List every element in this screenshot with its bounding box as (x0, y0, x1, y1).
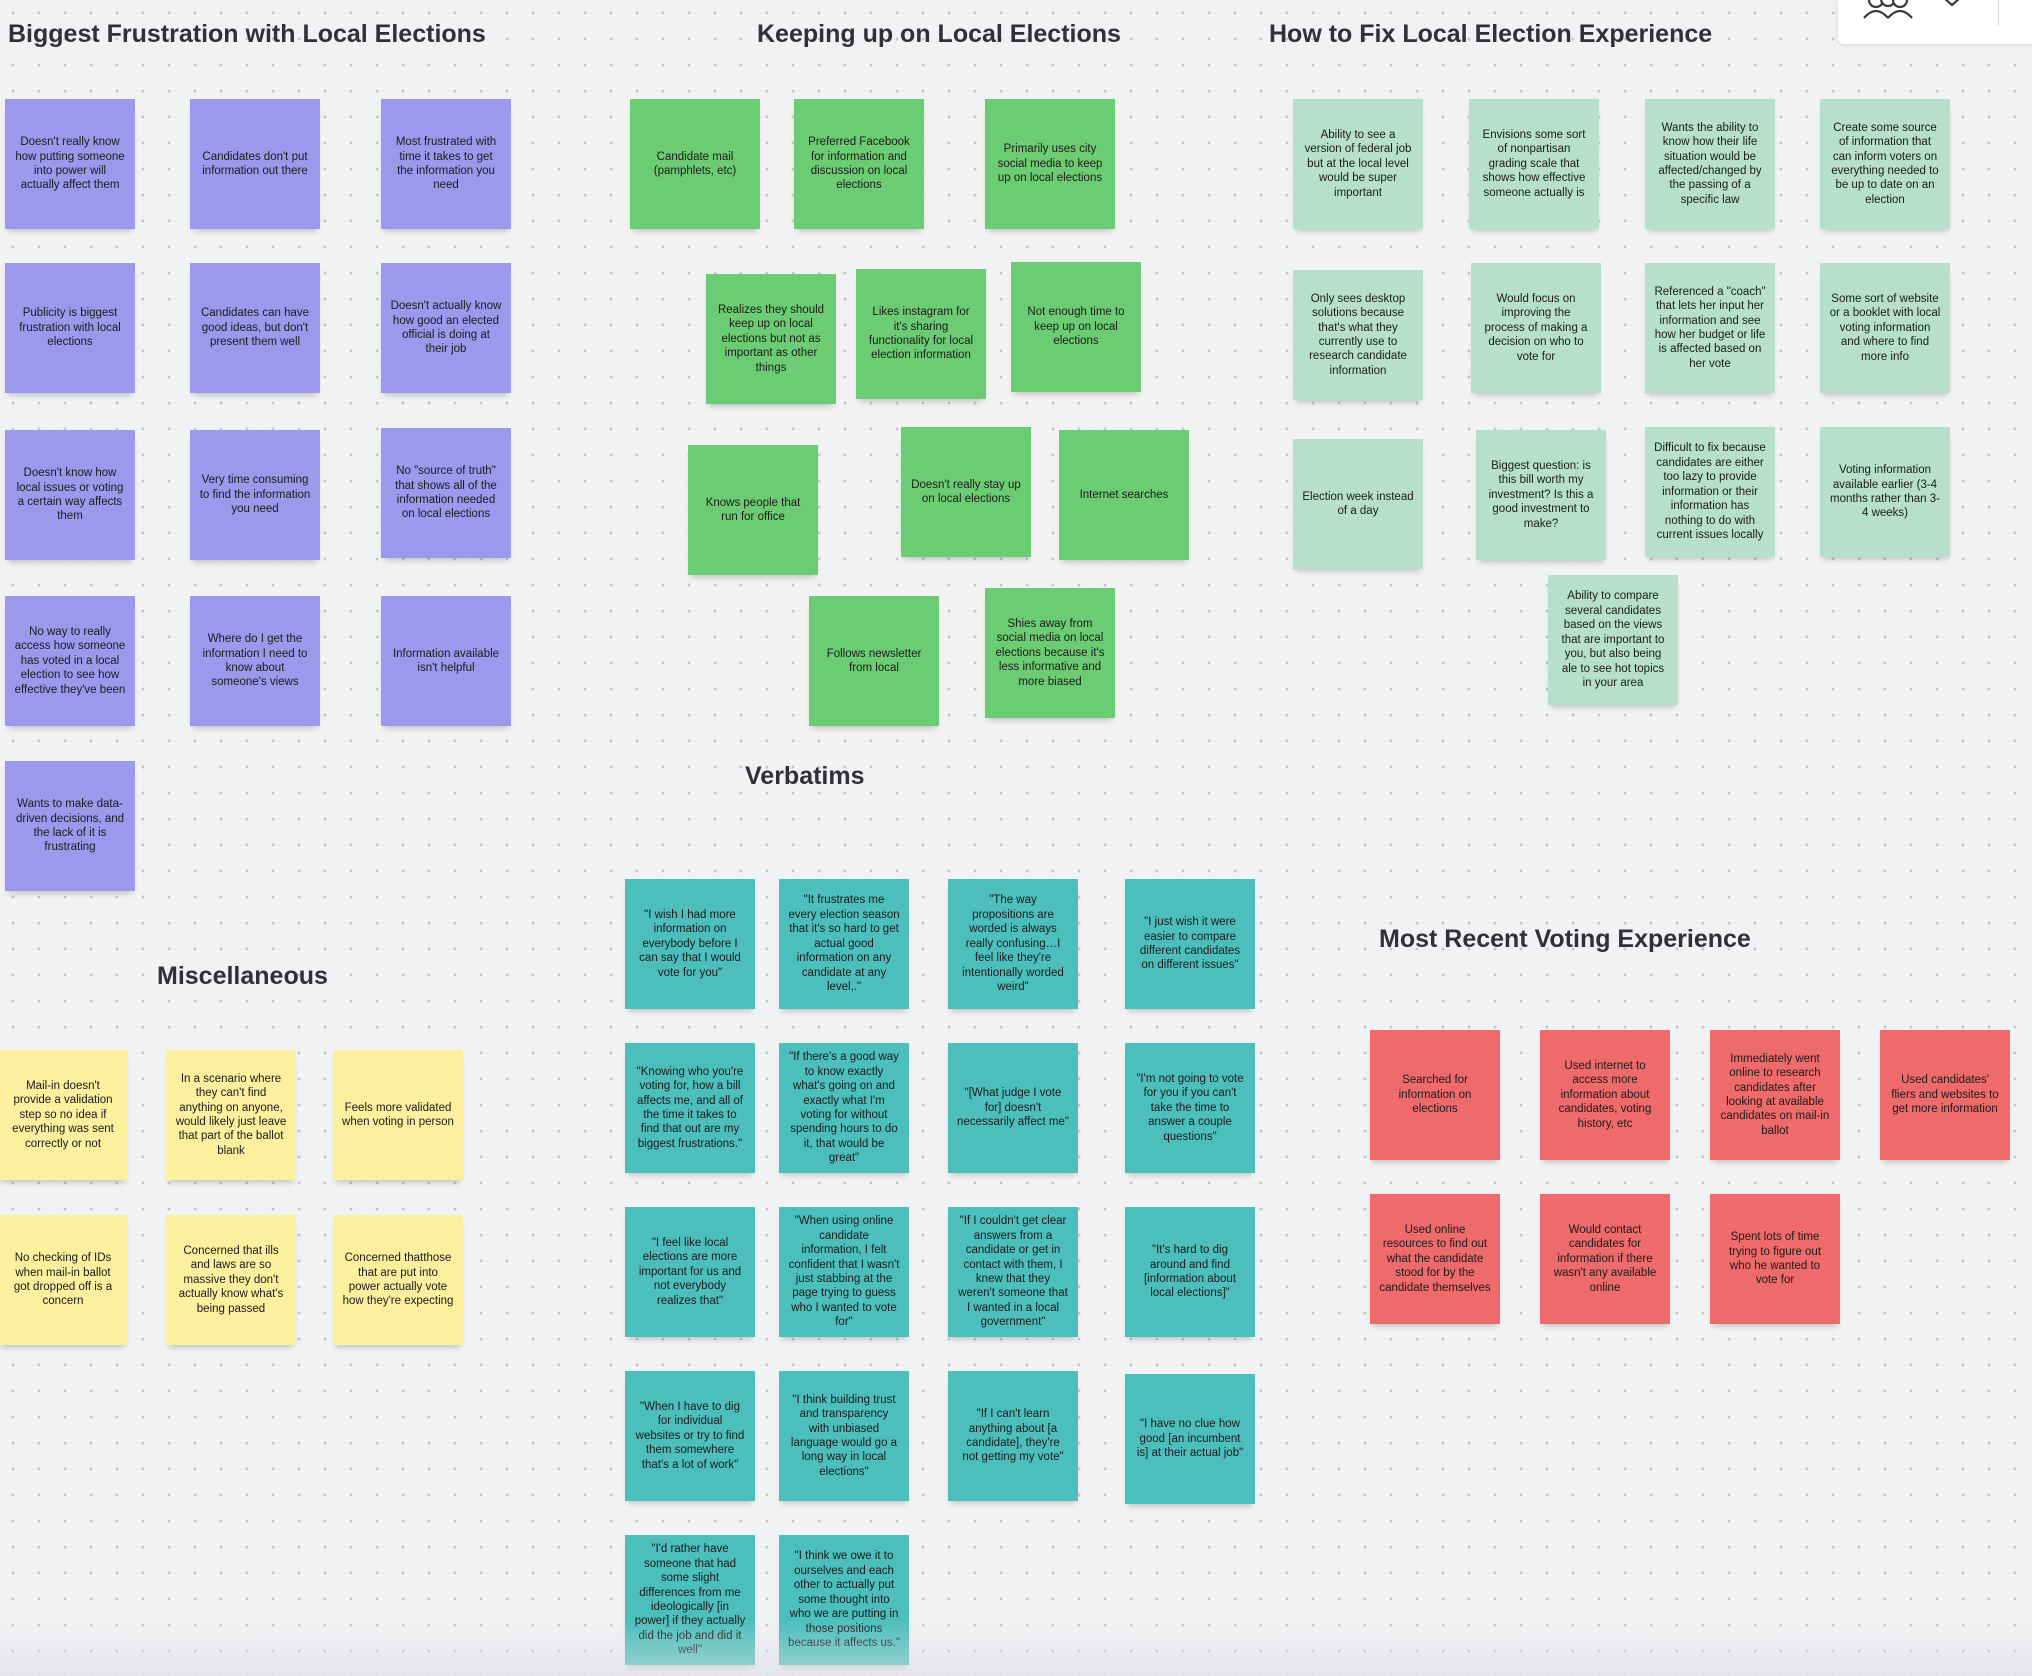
sticky-note-recent-voting[interactable]: Searched for information on elections (1370, 1030, 1500, 1160)
sticky-note-keeping-up[interactable]: Candidate mail (pamphlets, etc) (630, 99, 760, 229)
sticky-note-frustration[interactable]: Very time consuming to find the informat… (190, 430, 320, 560)
sticky-note-frustration[interactable]: No "source of truth" that shows all of t… (381, 428, 511, 558)
section-title-how-to-fix: How to Fix Local Election Experience (1269, 20, 1713, 48)
sticky-note-how-to-fix[interactable]: Only sees desktop solutions because that… (1293, 270, 1423, 400)
section-title-keeping-up: Keeping up on Local Elections (757, 20, 1121, 48)
section-title-misc: Miscellaneous (157, 962, 328, 990)
sticky-note-frustration[interactable]: No way to really access how someone has … (5, 596, 135, 726)
sticky-note-keeping-up[interactable]: Shies away from social media on local el… (985, 588, 1115, 718)
sticky-note-recent-voting[interactable]: Used candidates' fliers and websites to … (1880, 1030, 2010, 1160)
sticky-note-verbatim[interactable]: "I wish I had more information on everyb… (625, 879, 755, 1009)
sticky-note-recent-voting[interactable]: Would contact candidates for information… (1540, 1194, 1670, 1324)
sticky-note-misc[interactable]: Mail-in doesn't provide a validation ste… (0, 1050, 128, 1180)
sticky-note-keeping-up[interactable]: Not enough time to keep up on local elec… (1011, 262, 1141, 392)
sticky-note-verbatim[interactable]: "Knowing who you're voting for, how a bi… (625, 1043, 755, 1173)
sticky-note-how-to-fix[interactable]: Ability to compare several candidates ba… (1548, 575, 1678, 705)
sticky-note-verbatim[interactable]: "The way propositions are worded is alwa… (948, 879, 1078, 1009)
sticky-note-keeping-up[interactable]: Knows people that run for office (688, 445, 818, 575)
section-title-verbatims: Verbatims (745, 762, 865, 790)
sticky-note-recent-voting[interactable]: Used internet to access more information… (1540, 1030, 1670, 1160)
sticky-note-keeping-up[interactable]: Follows newsletter from local (809, 596, 939, 726)
sticky-note-verbatim[interactable]: "I feel like local elections are more im… (625, 1207, 755, 1337)
sticky-note-keeping-up[interactable]: Internet searches (1059, 430, 1189, 560)
sticky-note-verbatim[interactable]: "I have no clue how good [an incumbent i… (1125, 1374, 1255, 1504)
sticky-note-verbatim[interactable]: "It's hard to dig around and find [infor… (1125, 1207, 1255, 1337)
collaboration-toolbar (1838, 0, 2032, 44)
toolbar-divider (1998, 0, 1999, 26)
sticky-note-verbatim[interactable]: "If there's a good way to know exactly w… (779, 1043, 909, 1173)
sticky-note-misc[interactable]: In a scenario where they can't find anyt… (166, 1050, 296, 1180)
sticky-note-how-to-fix[interactable]: Biggest question: is this bill worth my … (1476, 430, 1606, 560)
sticky-note-misc[interactable]: Feels more validated when voting in pers… (333, 1050, 463, 1180)
sticky-note-how-to-fix[interactable]: Difficult to fix because candidates are … (1645, 427, 1775, 557)
sticky-note-keeping-up[interactable]: Preferred Facebook for information and d… (794, 99, 924, 229)
sticky-note-how-to-fix[interactable]: Voting information available earlier (3-… (1820, 427, 1950, 557)
sticky-note-verbatim[interactable]: "I just wish it were easier to compare d… (1125, 879, 1255, 1009)
sticky-note-how-to-fix[interactable]: Create some source of information that c… (1820, 99, 1950, 229)
sticky-note-frustration[interactable]: Information available isn't helpful (381, 596, 511, 726)
sticky-note-frustration[interactable]: Doesn't actually know how good an electe… (381, 263, 511, 393)
section-title-frustration: Biggest Frustration with Local Elections (8, 20, 486, 48)
chevron-down-icon[interactable] (1941, 0, 1963, 15)
sticky-note-misc[interactable]: Concerned that ills and laws are so mass… (166, 1215, 296, 1345)
sticky-note-frustration[interactable]: Wants to make data-driven decisions, and… (5, 761, 135, 891)
sticky-note-recent-voting[interactable]: Used online resources to find out what t… (1370, 1194, 1500, 1324)
sticky-note-verbatim[interactable]: "I'm not going to vote for you if you ca… (1125, 1043, 1255, 1173)
sticky-note-misc[interactable]: Concerned thatthose that are put into po… (333, 1215, 463, 1345)
people-icon[interactable] (1860, 0, 1916, 25)
sticky-note-verbatim[interactable]: "I think building trust and transparency… (779, 1371, 909, 1501)
sticky-note-frustration[interactable]: Doesn't know how local issues or voting … (5, 430, 135, 560)
sticky-note-verbatim[interactable]: "When I have to dig for individual websi… (625, 1371, 755, 1501)
sticky-note-verbatim[interactable]: "If I couldn't get clear answers from a … (948, 1207, 1078, 1337)
sticky-note-keeping-up[interactable]: Doesn't really stay up on local election… (901, 427, 1031, 557)
sticky-note-verbatim[interactable]: "When using online candidate information… (779, 1207, 909, 1337)
sticky-note-how-to-fix[interactable]: Wants the ability to know how their life… (1645, 99, 1775, 229)
sticky-note-frustration[interactable]: Where do I get the information I need to… (190, 596, 320, 726)
sticky-note-keeping-up[interactable]: Primarily uses city social media to keep… (985, 99, 1115, 229)
sticky-note-verbatim[interactable]: "[What judge I vote for] doesn't necessa… (948, 1043, 1078, 1173)
section-title-recent: Most Recent Voting Experience (1379, 925, 1751, 953)
sticky-note-how-to-fix[interactable]: Election week instead of a day (1293, 439, 1423, 569)
sticky-note-keeping-up[interactable]: Likes instagram for it's sharing functio… (856, 269, 986, 399)
sticky-note-how-to-fix[interactable]: Some sort of website or a booklet with l… (1820, 263, 1950, 393)
sticky-note-how-to-fix[interactable]: Envisions some sort of nonpartisan gradi… (1469, 99, 1599, 229)
sticky-note-frustration[interactable]: Publicity is biggest frustration with lo… (5, 263, 135, 393)
sticky-note-verbatim[interactable]: "I think we owe it to ourselves and each… (779, 1535, 909, 1665)
sticky-note-misc[interactable]: No checking of IDs when mail-in ballot g… (0, 1215, 128, 1345)
sticky-note-how-to-fix[interactable]: Would focus on improving the process of … (1471, 263, 1601, 393)
sticky-note-keeping-up[interactable]: Realizes they should keep up on local el… (706, 274, 836, 404)
sticky-note-how-to-fix[interactable]: Ability to see a version of federal job … (1293, 99, 1423, 229)
sticky-note-frustration[interactable]: Candidates can have good ideas, but don'… (190, 263, 320, 393)
sticky-note-verbatim[interactable]: "I'd rather have someone that had some s… (625, 1535, 755, 1665)
sticky-note-verbatim[interactable]: "If I can't learn anything about [a cand… (948, 1371, 1078, 1501)
sticky-note-verbatim[interactable]: "It frustrates me every election season … (779, 879, 909, 1009)
sticky-note-frustration[interactable]: Most frustrated with time it takes to ge… (381, 99, 511, 229)
sticky-note-frustration[interactable]: Doesn't really know how putting someone … (5, 99, 135, 229)
sticky-note-how-to-fix[interactable]: Referenced a "coach" that lets her input… (1645, 263, 1775, 393)
sticky-note-frustration[interactable]: Candidates don't put information out the… (190, 99, 320, 229)
sticky-note-recent-voting[interactable]: Spent lots of time trying to figure out … (1710, 1194, 1840, 1324)
sticky-note-recent-voting[interactable]: Immediately went online to research cand… (1710, 1030, 1840, 1160)
